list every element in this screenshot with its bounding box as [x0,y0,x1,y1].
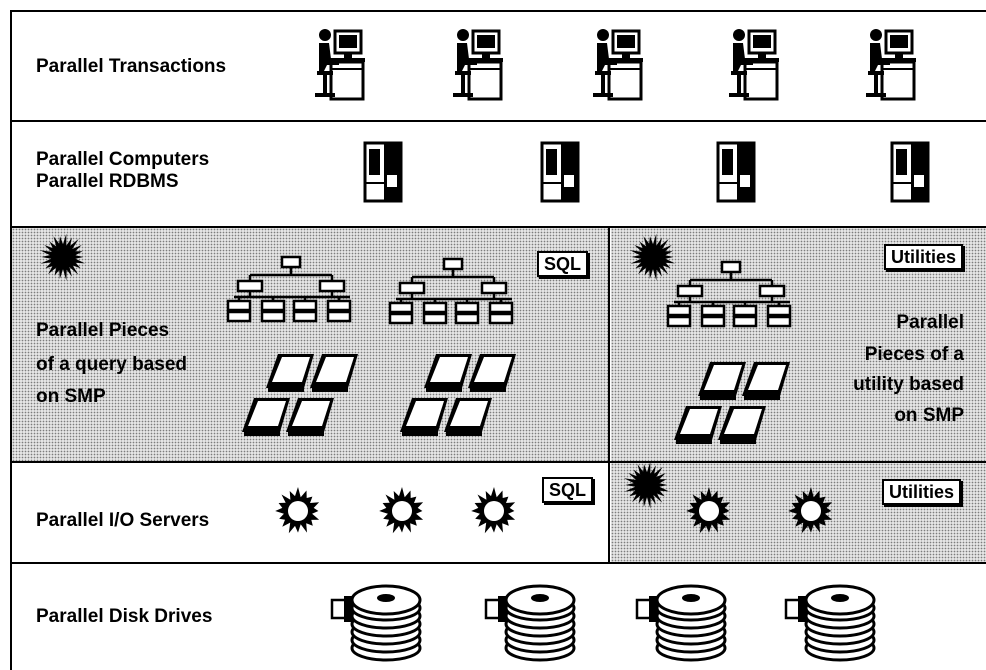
tree-icon [224,255,358,325]
io-server-burst-icon [787,484,835,538]
user-workstation-icon [864,25,920,101]
explosion-icon [606,460,688,510]
user-workstation-icon [727,25,783,101]
user-workstation-icon [591,25,647,101]
tree-icon [386,257,520,327]
user-workstation-icon [313,25,369,101]
row-label-io-servers: Parallel I/O Servers [36,510,210,531]
row-label-computers-line1: Parallel Computers [36,149,210,170]
io-sql-tag: SQL [542,477,594,503]
row-divider [10,461,986,463]
row-divider [10,120,986,122]
user-workstation-icon [451,25,507,101]
row-divider [10,562,986,564]
column-divider [608,226,610,563]
disk-stack-icon [784,578,876,662]
query-label-line2: of a query based [36,354,187,375]
utility-label-line4: on SMP [894,405,964,426]
io-utilities-tag: Utilities [882,479,962,505]
io-server-burst-icon [378,484,426,538]
row-divider [10,226,986,228]
io-server-burst-icon [470,484,518,538]
row-label-computers-line2: Parallel RDBMS [36,171,179,192]
query-left-shading [12,228,609,461]
utility-label-line3: utility based [853,374,964,395]
smp-processors-icon [672,360,796,452]
io-server-burst-icon [274,484,322,538]
disk-stack-icon [330,578,422,662]
smp-processors-icon [398,352,522,444]
disk-stack-icon [484,578,576,662]
server-tower-icon [540,141,582,203]
utilities-tag: Utilities [884,244,964,270]
server-tower-icon [716,141,758,203]
query-label-line1: Parallel Pieces [36,320,170,341]
smp-processors-icon [240,352,364,444]
utility-label-line1: Parallel [896,312,964,333]
tree-icon [664,260,798,330]
query-label-line3: on SMP [36,386,106,407]
sql-tag: SQL [537,251,589,277]
row-label-disk-drives: Parallel Disk Drives [36,606,213,627]
disk-stack-icon [635,578,727,662]
server-tower-icon [363,141,405,203]
diagram-frame [10,10,986,670]
explosion-icon [22,232,104,282]
server-tower-icon [890,141,932,203]
explosion-icon [612,232,694,282]
io-server-burst-icon [685,484,733,538]
row-label-transactions: Parallel Transactions [36,56,227,77]
utility-label-line2: Pieces of a [864,344,964,365]
